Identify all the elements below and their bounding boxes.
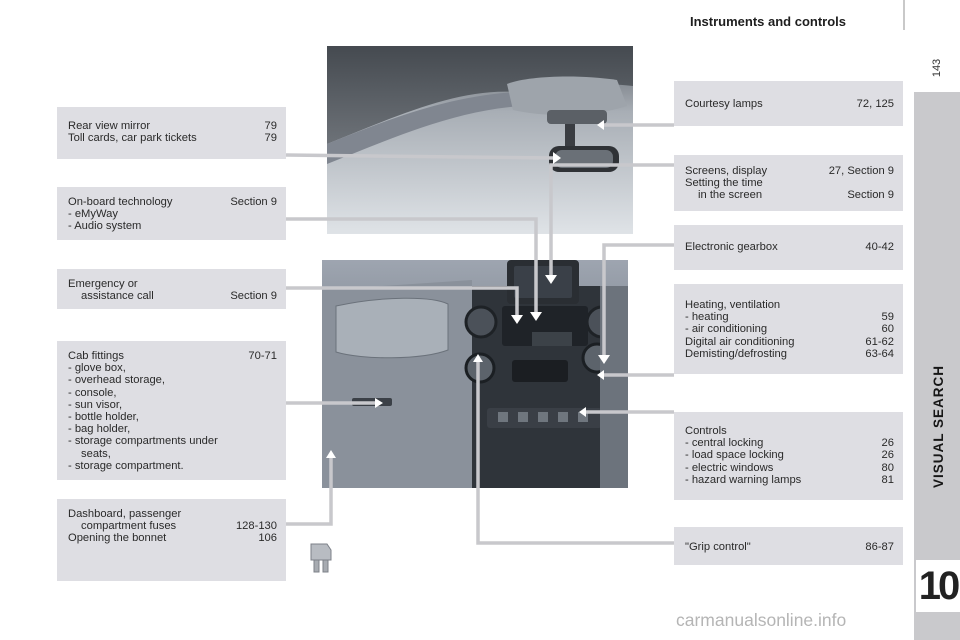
cab-fittings-box: Cab fittings 70-71 - glove box, - overhe… (57, 341, 286, 480)
toll-cards-label: Toll cards, car park tickets (68, 132, 197, 145)
screens-page: 27, Section 9 (828, 165, 894, 177)
heating-title: Heating, ventilation (685, 299, 781, 311)
controls-row: - electric windows 80 (685, 462, 894, 474)
screens-label: Screens, display (685, 165, 768, 177)
emergency-row: assistance call Section 9 (68, 290, 277, 302)
screens-row: Screens, display 27, Section 9 (685, 165, 894, 177)
emergency-call-box: Emergency or assistance call Section 9 (57, 269, 286, 309)
bonnet-page: 106 (258, 532, 277, 545)
dashboard-line2: compartment fuses (81, 520, 177, 533)
dashboard-page1: 128-130 (235, 520, 277, 533)
emergency-page: Section 9 (230, 290, 277, 303)
grip-page: 86-87 (865, 541, 894, 553)
cab-item: - glove box, (68, 362, 126, 375)
grip-label: "Grip control" (685, 541, 751, 553)
in-screen-row: in the screen Section 9 (685, 189, 894, 201)
gearbox-label: Electronic gearbox (685, 241, 778, 253)
onboard-title: On-board technology (68, 196, 173, 208)
chapter-sidebar (914, 92, 960, 640)
cab-item: - sun visor, (68, 398, 123, 411)
cab-page: 70-71 (248, 350, 277, 362)
courtesy-row: Courtesy lamps 72, 125 (685, 98, 894, 110)
cab-item: - overhead storage, (68, 374, 166, 387)
onboard-item-emyway: - eMyWay (68, 208, 118, 221)
toll-cards-page: 79 (264, 132, 277, 145)
cab-title: Cab fittings (68, 350, 124, 362)
heating-row: - heating 59 (685, 311, 894, 323)
chapter-number: 10 (918, 564, 960, 608)
heating-row-label: - heating (685, 311, 729, 324)
courtesy-lamps-box: Courtesy lamps 72, 125 (674, 81, 903, 126)
controls-row-page: 81 (881, 473, 894, 486)
heating-ventilation-box: Heating, ventilation - heating 59 - air … (674, 284, 903, 374)
heating-row-page: 63-64 (865, 347, 894, 360)
grip-control-box: "Grip control" 86-87 (674, 527, 903, 565)
bonnet-row: Opening the bonnet 106 (68, 532, 277, 544)
setting-time-label: Setting the time (685, 177, 763, 190)
heating-row: Digital air conditioning 61-62 (685, 336, 894, 348)
dashboard-fuses-row: compartment fuses 128-130 (68, 520, 277, 532)
page-header-title: Instruments and controls (690, 14, 847, 29)
cab-item-last: - storage compartment. (68, 459, 184, 472)
rear-mirror-label: Rear view mirror (68, 120, 151, 132)
screens-display-box: Screens, display 27, Section 9 Setting t… (674, 155, 903, 211)
watermark: carmanualsonline.info (676, 610, 847, 630)
controls-row: - load space locking 26 (685, 449, 894, 461)
courtesy-page: 72, 125 (856, 98, 894, 110)
cab-item-continuation: seats, (81, 447, 111, 460)
heating-row-page: 59 (881, 311, 894, 324)
controls-row: - hazard warning lamps 81 (685, 474, 894, 486)
rear-mirror-page: 79 (264, 120, 277, 132)
toll-cards-row: Toll cards, car park tickets 79 (68, 132, 277, 144)
heating-row-label: Digital air conditioning (685, 335, 795, 348)
overhead-photo-drawing (327, 46, 633, 234)
controls-row-label: - central locking (685, 437, 764, 450)
overhead-interior-photo (327, 46, 633, 234)
cab-item: - bottle holder, (68, 411, 139, 424)
courtesy-label: Courtesy lamps (685, 98, 763, 110)
controls-row-page: 26 (881, 449, 894, 462)
bonnet-label: Opening the bonnet (68, 532, 167, 545)
onboard-page: Section 9 (230, 196, 277, 208)
chapter-tab (916, 560, 960, 612)
electronic-gearbox-box: Electronic gearbox 40-42 (674, 225, 903, 270)
fuse-icon (310, 543, 332, 573)
dashboard-line1: Dashboard, passenger (68, 508, 182, 520)
header-divider (903, 0, 905, 30)
dashboard-photo-drawing (322, 260, 628, 488)
onboard-title-row: On-board technology Section 9 (68, 196, 277, 208)
controls-row-label: - load space locking (685, 449, 784, 462)
rear-mirror-box: Rear view mirror 79 Toll cards, car park… (57, 107, 286, 159)
dashboard-fuses-box: Dashboard, passenger compartment fuses 1… (57, 499, 286, 581)
in-screen-page: Section 9 (847, 189, 894, 202)
controls-row-label: - hazard warning lamps (685, 473, 802, 486)
controls-row-page: 80 (881, 461, 894, 474)
grip-row: "Grip control" 86-87 (685, 541, 894, 553)
heating-row-page: 60 (881, 323, 894, 336)
emergency-line1: Emergency or (68, 278, 138, 290)
controls-row: - central locking 26 (685, 437, 894, 449)
onboard-item-audio: - Audio system (68, 220, 142, 233)
controls-row-page: 26 (881, 437, 894, 450)
in-screen-label: in the screen (698, 189, 763, 202)
heating-row: Demisting/defrosting 63-64 (685, 348, 894, 360)
rear-mirror-row: Rear view mirror 79 (68, 120, 277, 132)
cab-item: - console, (68, 386, 117, 399)
dashboard-photo (322, 260, 628, 488)
gearbox-page: 40-42 (865, 241, 894, 253)
controls-row-label: - electric windows (685, 461, 774, 474)
controls-box: Controls - central locking 26 - load spa… (674, 412, 903, 500)
heating-row-page: 61-62 (865, 335, 894, 348)
emergency-line2: assistance call (81, 290, 154, 303)
controls-title: Controls (685, 425, 727, 437)
heating-row-label: Demisting/defrosting (685, 347, 787, 360)
heating-row-label: - air conditioning (685, 323, 768, 336)
onboard-technology-box: On-board technology Section 9 - eMyWay -… (57, 187, 286, 240)
cab-item: - bag holder, (68, 423, 131, 436)
cab-title-row: Cab fittings 70-71 (68, 350, 277, 362)
cab-item: - storage compartments under (68, 435, 218, 448)
heating-row: - air conditioning 60 (685, 323, 894, 335)
gearbox-row: Electronic gearbox 40-42 (685, 241, 894, 253)
